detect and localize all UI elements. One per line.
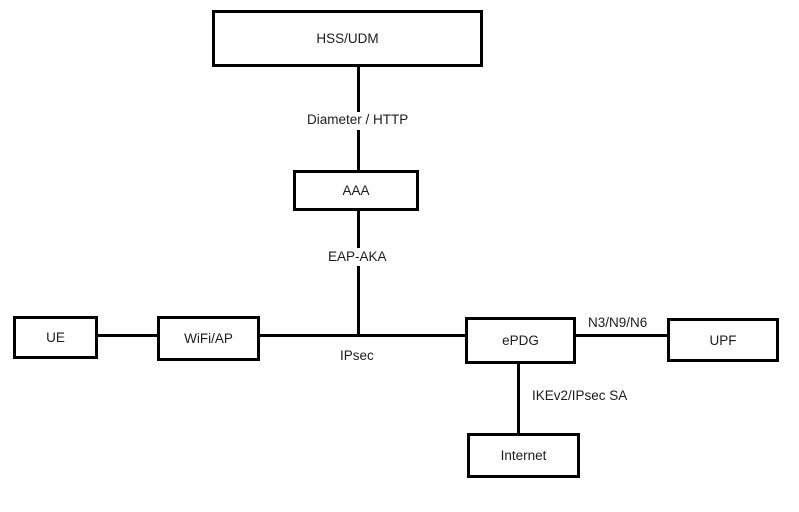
node-aaa-label: AAA xyxy=(342,183,370,198)
node-upf: UPF xyxy=(667,318,779,362)
node-epdg-label: ePDG xyxy=(502,333,539,348)
edge-ue-to-wifi-ap xyxy=(97,334,158,337)
node-hss-udm: HSS/UDM xyxy=(212,10,483,67)
node-wifi-ap: WiFi/AP xyxy=(157,316,260,361)
edge-label-diameter-http: Diameter / HTTP xyxy=(307,112,409,127)
node-upf-label: UPF xyxy=(709,332,737,348)
edge-label-ipsec: IPsec xyxy=(340,348,374,363)
edge-wifi-ap-to-epdg xyxy=(259,334,466,337)
node-hss-udm-label: HSS/UDM xyxy=(316,31,379,46)
edge-label-ikev2-ipsec-sa: IKEv2/IPsec SA xyxy=(532,388,628,403)
edge-hss-udm-to-aaa-lower xyxy=(357,130,360,170)
node-wifi-ap-label: WiFi/AP xyxy=(184,331,233,346)
edge-epdg-to-internet xyxy=(517,363,520,434)
edge-label-n3-n9-n6: N3/N9/N6 xyxy=(588,315,648,330)
edge-hss-udm-to-aaa-upper xyxy=(357,66,360,112)
node-ue: UE xyxy=(13,316,98,359)
edge-aaa-to-bus-upper xyxy=(357,211,360,248)
node-ue-label: UE xyxy=(46,330,65,345)
edge-label-eap-aka: EAP-AKA xyxy=(328,249,387,264)
node-epdg: ePDG xyxy=(465,317,576,364)
node-aaa: AAA xyxy=(293,170,419,211)
edge-epdg-to-upf xyxy=(575,334,668,337)
node-internet-label: Internet xyxy=(500,448,547,463)
edge-aaa-to-bus-lower xyxy=(357,266,360,337)
node-internet: Internet xyxy=(467,433,580,478)
